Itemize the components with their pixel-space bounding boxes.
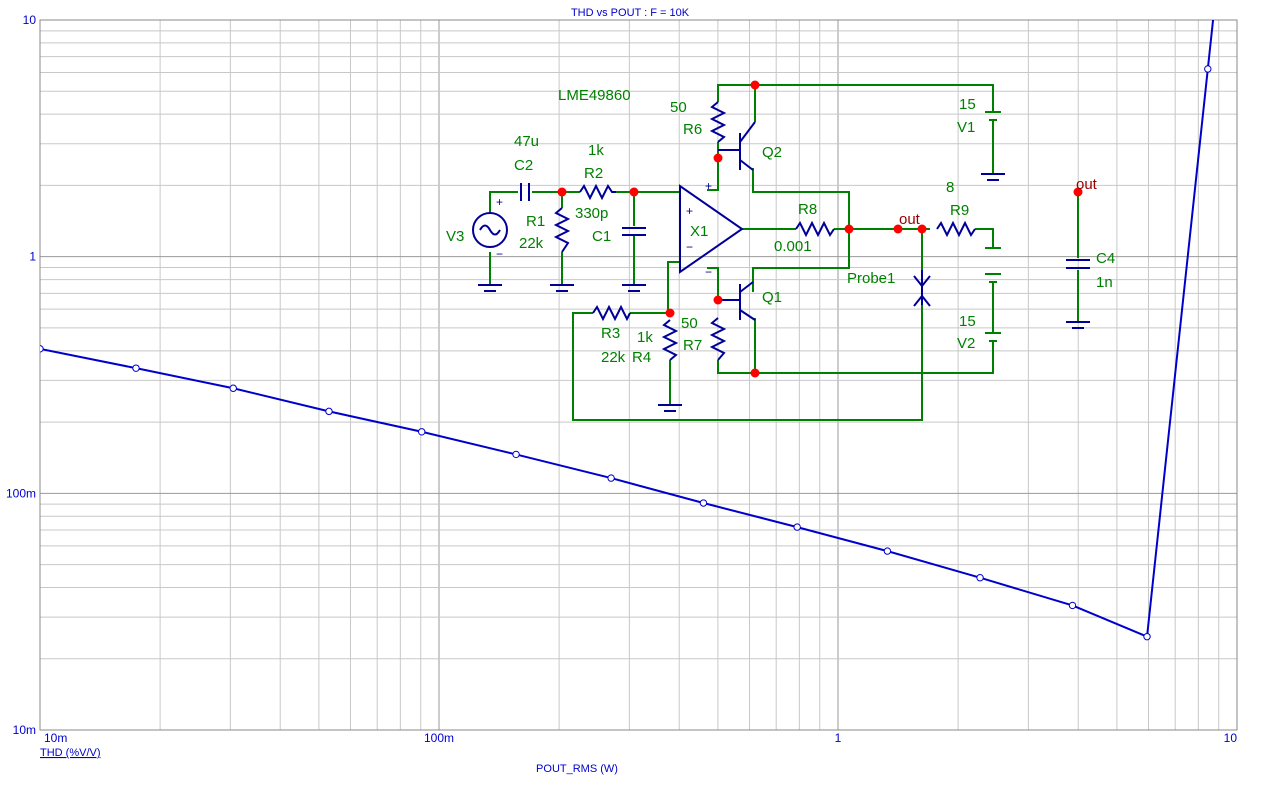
schematic-label: 22k: [601, 349, 626, 366]
schematic-label: LME49860: [558, 87, 631, 104]
schematic-label: C1: [592, 228, 611, 245]
circuit-schematic: + − + − + − LME4986050R6Q215V147uC21kR2R…: [446, 80, 1115, 421]
schematic-label: 47u: [514, 133, 539, 150]
data-point: [883, 547, 892, 555]
x-axis-label: POUT_RMS (W): [536, 763, 618, 775]
series-group: [40, 20, 1215, 641]
schematic-wires: [489, 84, 1079, 421]
data-point: [40, 345, 44, 353]
schematic-label: 330p: [575, 205, 608, 222]
svg-text:+: +: [705, 179, 712, 193]
x-tick-label: 10m: [44, 731, 67, 745]
series-layer: [40, 20, 1215, 641]
data-point: [1204, 65, 1212, 73]
data-point: [1068, 601, 1077, 610]
svg-text:−: −: [705, 265, 712, 279]
schematic-label: 22k: [519, 235, 544, 252]
svg-text:+: +: [496, 195, 503, 209]
schematic-label: 15: [959, 313, 976, 330]
svg-text:−: −: [686, 240, 693, 254]
schematic-label: Probe1: [847, 270, 895, 287]
schematic-label: 8: [946, 179, 954, 196]
schematic-label: V3: [446, 228, 464, 245]
schematic-label: V1: [957, 119, 975, 136]
data-point: [976, 574, 984, 582]
schematic-label: 50: [681, 315, 698, 332]
x-tick-label: 100m: [424, 731, 454, 745]
data-point: [793, 523, 801, 531]
schematic-label: C4: [1096, 250, 1115, 267]
y-tick-label: 10m: [13, 723, 36, 737]
data-point: [418, 428, 426, 436]
schematic-label: 50: [670, 99, 687, 116]
data-point: [512, 450, 520, 459]
schematic-label: R1: [526, 213, 545, 230]
schematic-label: R6: [683, 121, 702, 138]
chart-title: THD vs POUT : F = 10K: [571, 7, 690, 19]
data-point: [325, 407, 333, 416]
schematic-label: C2: [514, 157, 533, 174]
data-point: [132, 364, 140, 372]
junction-dots: [557, 80, 1083, 378]
schematic-labels: LME4986050R6Q215V147uC21kR2R122k330pC1V3…: [446, 87, 1115, 366]
schematic-label: V2: [957, 335, 975, 352]
svg-text:+: +: [686, 204, 693, 218]
schematic-label: 15: [959, 96, 976, 113]
y-tick-label: 100m: [6, 486, 36, 500]
schematic-label: Q2: [762, 144, 782, 161]
schematic-label: out: [899, 211, 921, 228]
schematic-label: out: [1076, 176, 1098, 193]
data-point: [229, 384, 237, 392]
y-axis-label[interactable]: THD (%V/V): [40, 747, 101, 759]
schematic-label: R7: [683, 337, 702, 354]
schematic-label: X1: [690, 223, 708, 240]
schematic-label: 1k: [588, 142, 604, 159]
plot-frame: [39, 19, 1238, 731]
axis-ticks: 10m 100m 1 10 10 1 100m 10m: [6, 13, 1237, 745]
schematic-label: R8: [798, 201, 817, 218]
y-tick-label: 1: [29, 250, 36, 264]
data-point: [1143, 632, 1151, 641]
svg-text:−: −: [496, 247, 503, 261]
grid: [40, 20, 1237, 730]
schematic-label: R2: [584, 165, 603, 182]
schematic-label: R9: [950, 202, 969, 219]
y-tick-label: 10: [23, 13, 37, 27]
x-tick-label: 1: [835, 731, 842, 745]
schematic-label: R3: [601, 325, 620, 342]
x-tick-label: 10: [1224, 731, 1238, 745]
schematic-label: 1k: [637, 329, 653, 346]
schematic-label: 0.001: [774, 238, 812, 255]
data-point: [607, 474, 615, 482]
schematic-label: R4: [632, 349, 651, 366]
data-point: [699, 499, 708, 507]
schematic-label: 1n: [1096, 274, 1113, 291]
schematic-label: Q1: [762, 289, 782, 306]
pin-marks: + − + − + −: [496, 179, 712, 279]
schematic-parts: [472, 101, 1090, 412]
